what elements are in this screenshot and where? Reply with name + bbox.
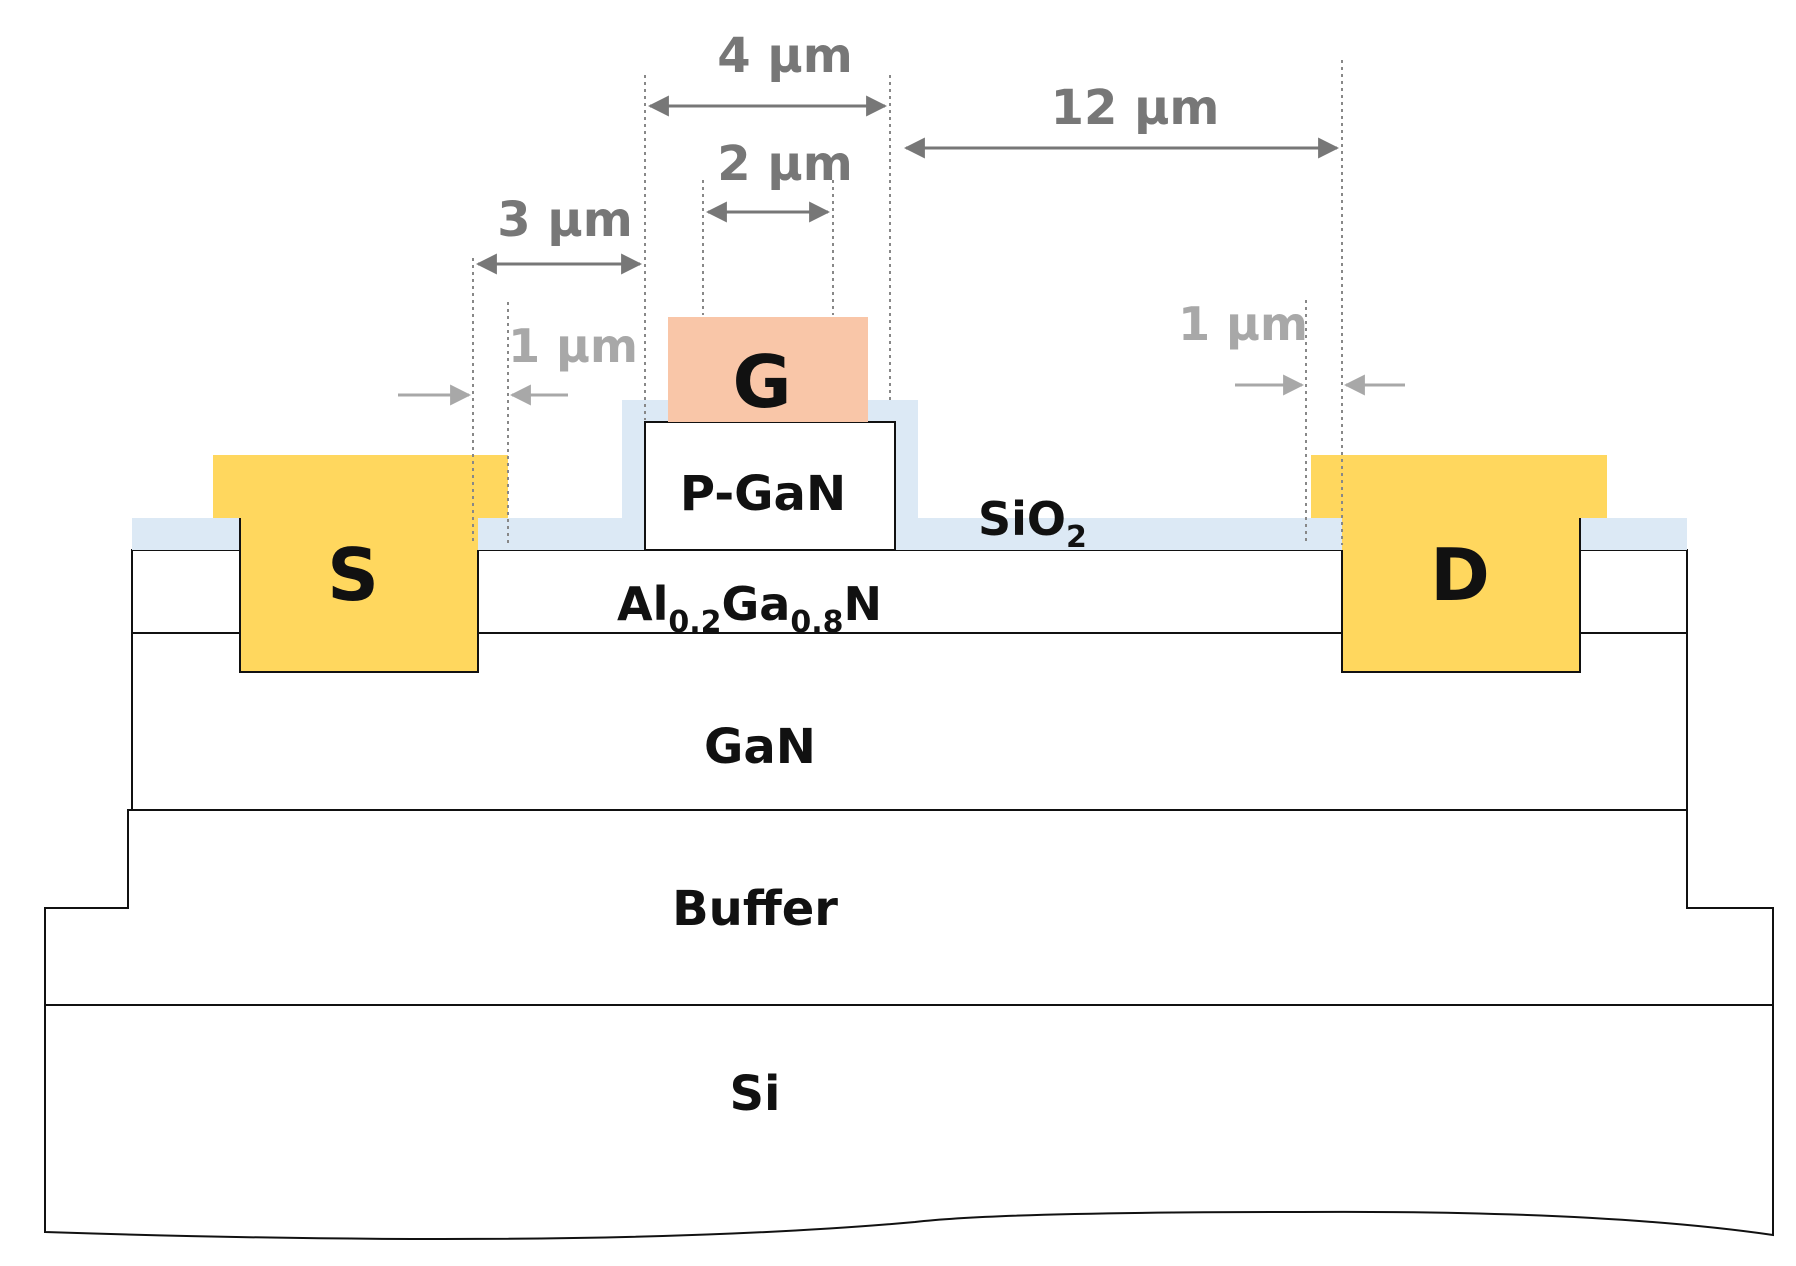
buffer-layer-label: Buffer xyxy=(672,881,838,937)
pgan-layer xyxy=(644,421,896,551)
dimension-arrows-light xyxy=(398,374,1405,406)
gate-electrode-label: G xyxy=(732,340,791,424)
si-substrate-layer xyxy=(44,1004,1774,1241)
dimension-arrows-dark xyxy=(475,95,1340,275)
gate-drain-spacing-label: 12 µm xyxy=(1051,80,1220,136)
drain-electrode-label: D xyxy=(1430,533,1490,617)
gate-pgan-width-label: 4 µm xyxy=(717,28,852,84)
buffer-layer xyxy=(44,809,1774,1006)
sio2-layer-label: SiO2 xyxy=(978,492,1087,555)
source-electrode-label: S xyxy=(327,533,379,617)
gate-electrode xyxy=(668,317,868,422)
dimension-guide-lines xyxy=(472,60,1343,545)
sio2-passivation-layer xyxy=(132,400,1687,550)
source-overlap-label: 1 µm xyxy=(508,319,638,373)
source-electrode xyxy=(213,455,508,672)
algan-layer-label: Al0.2Ga0.8N xyxy=(617,577,882,640)
gate-metal-width-label: 2 µm xyxy=(717,136,852,192)
drain-electrode xyxy=(1311,455,1607,672)
si-layer-label: Si xyxy=(729,1066,780,1122)
gan-layer-label: GaN xyxy=(704,719,816,775)
source-gate-spacing-label: 3 µm xyxy=(497,192,632,248)
drain-overlap-label: 1 µm xyxy=(1178,297,1308,351)
pgan-layer-label: P-GaN xyxy=(680,466,846,522)
